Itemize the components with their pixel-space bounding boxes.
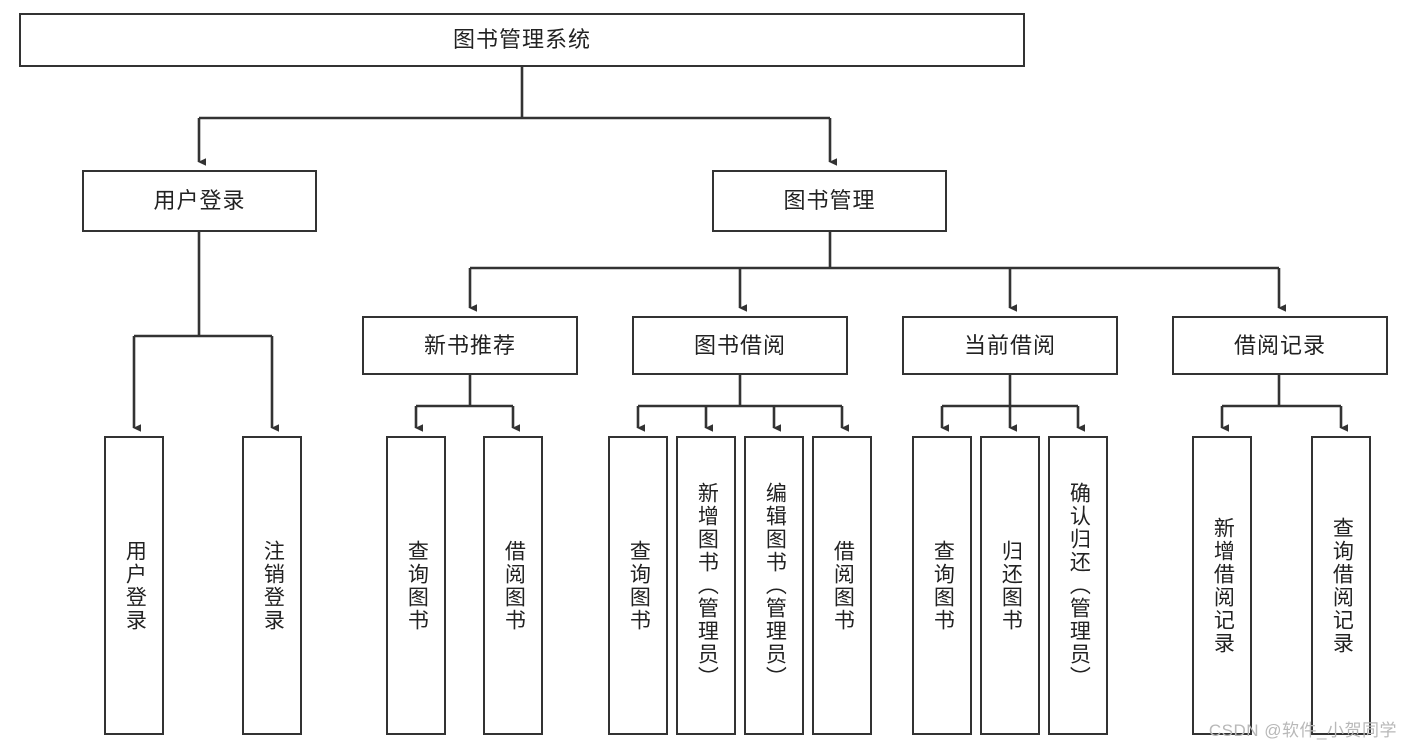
- node-leaf-edit-book-admin[interactable]: 编辑图书（管理员）: [744, 436, 804, 735]
- node-leaf-query-book-1[interactable]: 查询图书: [386, 436, 446, 735]
- node-leaf-borrow-book-1-label: 借阅图书: [502, 539, 526, 632]
- node-leaf-edit-book-admin-label: 编辑图书（管理员）: [763, 482, 787, 689]
- node-leaf-add-borrow-record[interactable]: 新增借阅记录: [1192, 436, 1252, 735]
- node-current-borrow-label: 当前借阅: [963, 332, 1056, 358]
- node-leaf-borrow-book-2-label: 借阅图书: [831, 539, 855, 632]
- node-leaf-query-borrow-record[interactable]: 查询借阅记录: [1311, 436, 1371, 735]
- node-leaf-return-book[interactable]: 归还图书: [980, 436, 1040, 735]
- node-leaf-query-book-2[interactable]: 查询图书: [608, 436, 668, 735]
- node-leaf-return-book-label: 归还图书: [999, 539, 1023, 632]
- node-book-borrow[interactable]: 图书借阅: [632, 316, 848, 375]
- node-book-management-label: 图书管理: [783, 188, 876, 214]
- node-book-borrow-label: 图书借阅: [693, 332, 786, 358]
- node-borrow-record[interactable]: 借阅记录: [1172, 316, 1388, 375]
- node-leaf-query-book-3-label: 查询图书: [931, 539, 955, 632]
- node-leaf-logout-login[interactable]: 注销登录: [242, 436, 302, 735]
- node-book-management[interactable]: 图书管理: [712, 170, 947, 232]
- node-leaf-user-login-label: 用户登录: [123, 539, 147, 632]
- node-leaf-borrow-book-1[interactable]: 借阅图书: [483, 436, 543, 735]
- node-user-login-label: 用户登录: [153, 188, 246, 214]
- node-new-book-recommend-label: 新书推荐: [423, 332, 516, 358]
- node-leaf-add-book-admin-label: 新增图书（管理员）: [695, 482, 719, 689]
- node-user-login[interactable]: 用户登录: [82, 170, 317, 232]
- node-leaf-user-login[interactable]: 用户登录: [104, 436, 164, 735]
- node-new-book-recommend[interactable]: 新书推荐: [362, 316, 578, 375]
- node-leaf-query-borrow-record-label: 查询借阅记录: [1330, 516, 1354, 655]
- node-leaf-logout-login-label: 注销登录: [261, 539, 285, 632]
- node-current-borrow[interactable]: 当前借阅: [902, 316, 1118, 375]
- node-leaf-query-book-2-label: 查询图书: [627, 539, 651, 632]
- node-leaf-query-book-3[interactable]: 查询图书: [912, 436, 972, 735]
- node-leaf-query-book-1-label: 查询图书: [405, 539, 429, 632]
- node-leaf-add-borrow-record-label: 新增借阅记录: [1211, 516, 1235, 655]
- node-leaf-borrow-book-2[interactable]: 借阅图书: [812, 436, 872, 735]
- node-leaf-confirm-return-admin[interactable]: 确认归还（管理员）: [1048, 436, 1108, 735]
- node-borrow-record-label: 借阅记录: [1233, 332, 1326, 358]
- node-leaf-confirm-return-admin-label: 确认归还（管理员）: [1067, 482, 1091, 689]
- node-root-label: 图书管理系统: [452, 27, 591, 53]
- node-root[interactable]: 图书管理系统: [19, 13, 1025, 67]
- node-leaf-add-book-admin[interactable]: 新增图书（管理员）: [676, 436, 736, 735]
